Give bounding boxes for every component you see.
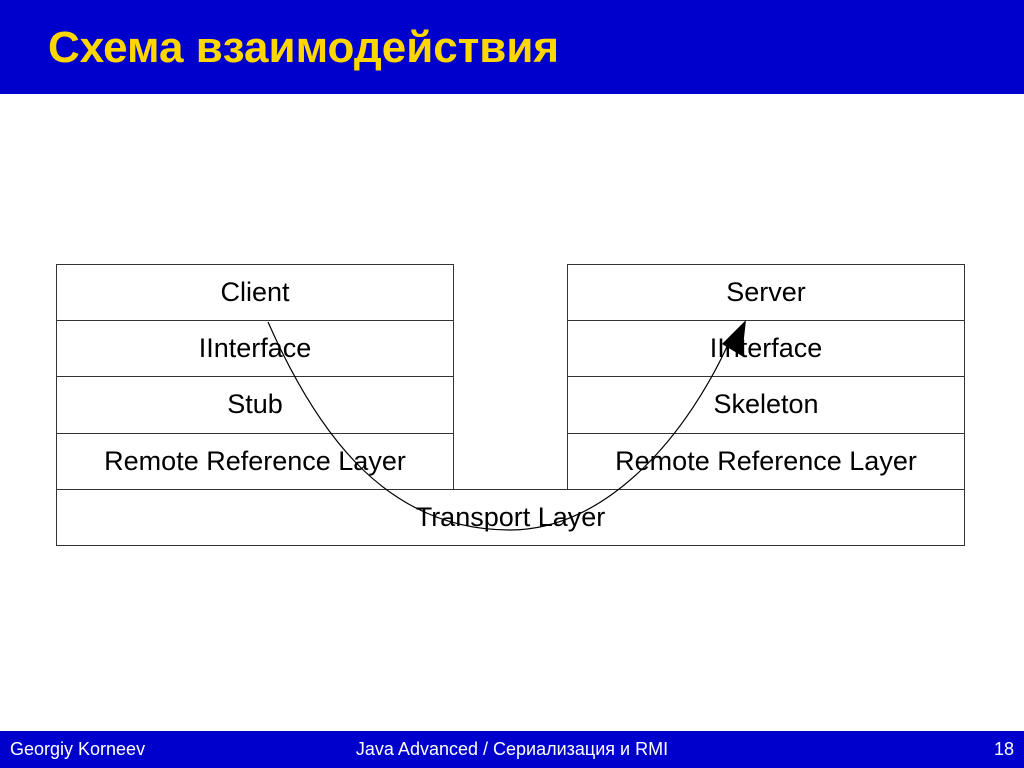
client-remote-reference-layer-box: Remote Reference Layer xyxy=(56,433,454,490)
client-box: Client xyxy=(56,264,454,321)
server-remote-reference-layer-box-label: Remote Reference Layer xyxy=(615,446,917,476)
server-remote-reference-layer-box: Remote Reference Layer xyxy=(567,433,965,490)
server-box: Server xyxy=(567,264,965,321)
client-remote-reference-layer-box-label: Remote Reference Layer xyxy=(104,446,406,476)
stub-box: Stub xyxy=(56,376,454,434)
stub-box-label: Stub xyxy=(227,389,283,419)
client-box-label: Client xyxy=(220,277,290,307)
header-bar: Схема взаимодействия xyxy=(0,0,1024,94)
skeleton-box: Skeleton xyxy=(567,376,965,434)
transport-layer-box: Transport Layer xyxy=(56,489,965,546)
transport-layer-box-label: Transport Layer xyxy=(415,502,606,532)
server-interface-box-label: IInterface xyxy=(709,333,823,363)
server-box-label: Server xyxy=(726,277,806,307)
footer-bar: Georgiy Korneev Java Advanced / Сериализ… xyxy=(0,731,1024,768)
server-interface-box: IInterface xyxy=(567,320,965,377)
footer-course-title: Java Advanced / Сериализация и RMI xyxy=(355,739,669,759)
client-interface-box-label: IInterface xyxy=(198,333,312,363)
page-number: 18 xyxy=(993,739,1014,759)
slide-title: Схема взаимодействия xyxy=(48,23,560,72)
client-interface-box: IInterface xyxy=(56,320,454,377)
skeleton-box-label: Skeleton xyxy=(713,389,819,419)
footer-author: Georgiy Korneev xyxy=(10,739,146,759)
